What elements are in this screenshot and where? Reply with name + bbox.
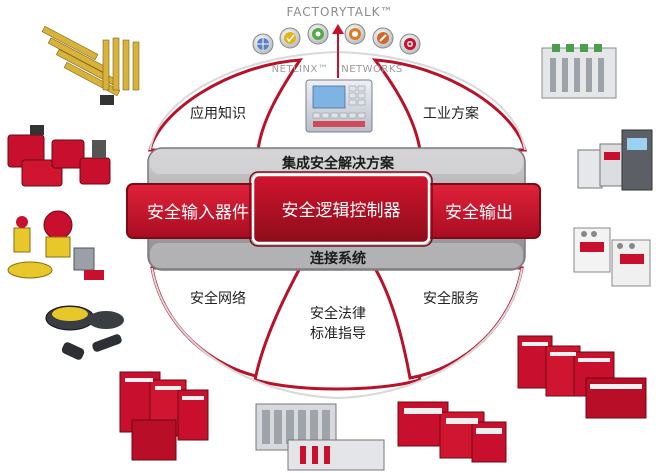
factorytalk-circle-icon <box>344 23 366 45</box>
integrated-solutions-label: 集成安全解决方案 <box>281 155 395 172</box>
netlinx-right-label: NETWORKS <box>341 64 403 75</box>
safety-output-label: 安全输出 <box>445 203 513 223</box>
hmi-panel-image <box>305 79 373 133</box>
safety-drives-image <box>577 129 653 191</box>
safety-io-modules-image <box>397 401 507 463</box>
safety-controller-box <box>251 173 431 245</box>
safety-input-label: 安全输入器件 <box>147 203 249 223</box>
safety-services-label: 安全服务 <box>423 290 479 307</box>
factorytalk-globe-icon <box>252 33 274 55</box>
safety-network-label: 安全网络 <box>190 290 246 307</box>
interlock-switch-products-image <box>7 125 111 187</box>
factorytalk-icon-row <box>252 23 421 55</box>
safety-law-label-2: 标准指导 <box>310 326 366 342</box>
safety-law-label-1: 安全法律 <box>310 305 366 322</box>
app-knowledge-label: 应用知识 <box>190 105 246 122</box>
factorytalk-label: FACTORYTALK™ <box>286 5 393 19</box>
safety-controller-label: 安全逻辑控制器 <box>282 201 401 221</box>
point-guard-io-image <box>541 44 617 99</box>
safety-relay-products-image <box>119 371 209 461</box>
factorytalk-target-icon <box>399 33 421 55</box>
factorytalk-wrench-icon <box>372 27 394 49</box>
netlinx-left-label: NETLINX™ <box>272 64 329 75</box>
light-curtain-products-image <box>41 25 140 105</box>
emergency-stop-products-image <box>7 210 104 280</box>
factorytalk-gear-icon <box>307 23 329 45</box>
factorytalk-check-icon <box>279 27 301 49</box>
guardlogix-controller-image <box>255 403 385 471</box>
industry-solutions-label: 工业方案 <box>423 105 479 122</box>
enabling-switch-products-image <box>45 305 124 360</box>
connection-system-label: 连接系统 <box>310 250 366 267</box>
guardmaster-relay-image <box>517 335 647 419</box>
up-arrow-icon <box>332 24 344 78</box>
connection-bottom-strip <box>150 243 523 268</box>
safety-contactor-image <box>573 227 651 287</box>
petal-ring <box>148 58 527 391</box>
integrated-top-strip <box>150 150 523 174</box>
